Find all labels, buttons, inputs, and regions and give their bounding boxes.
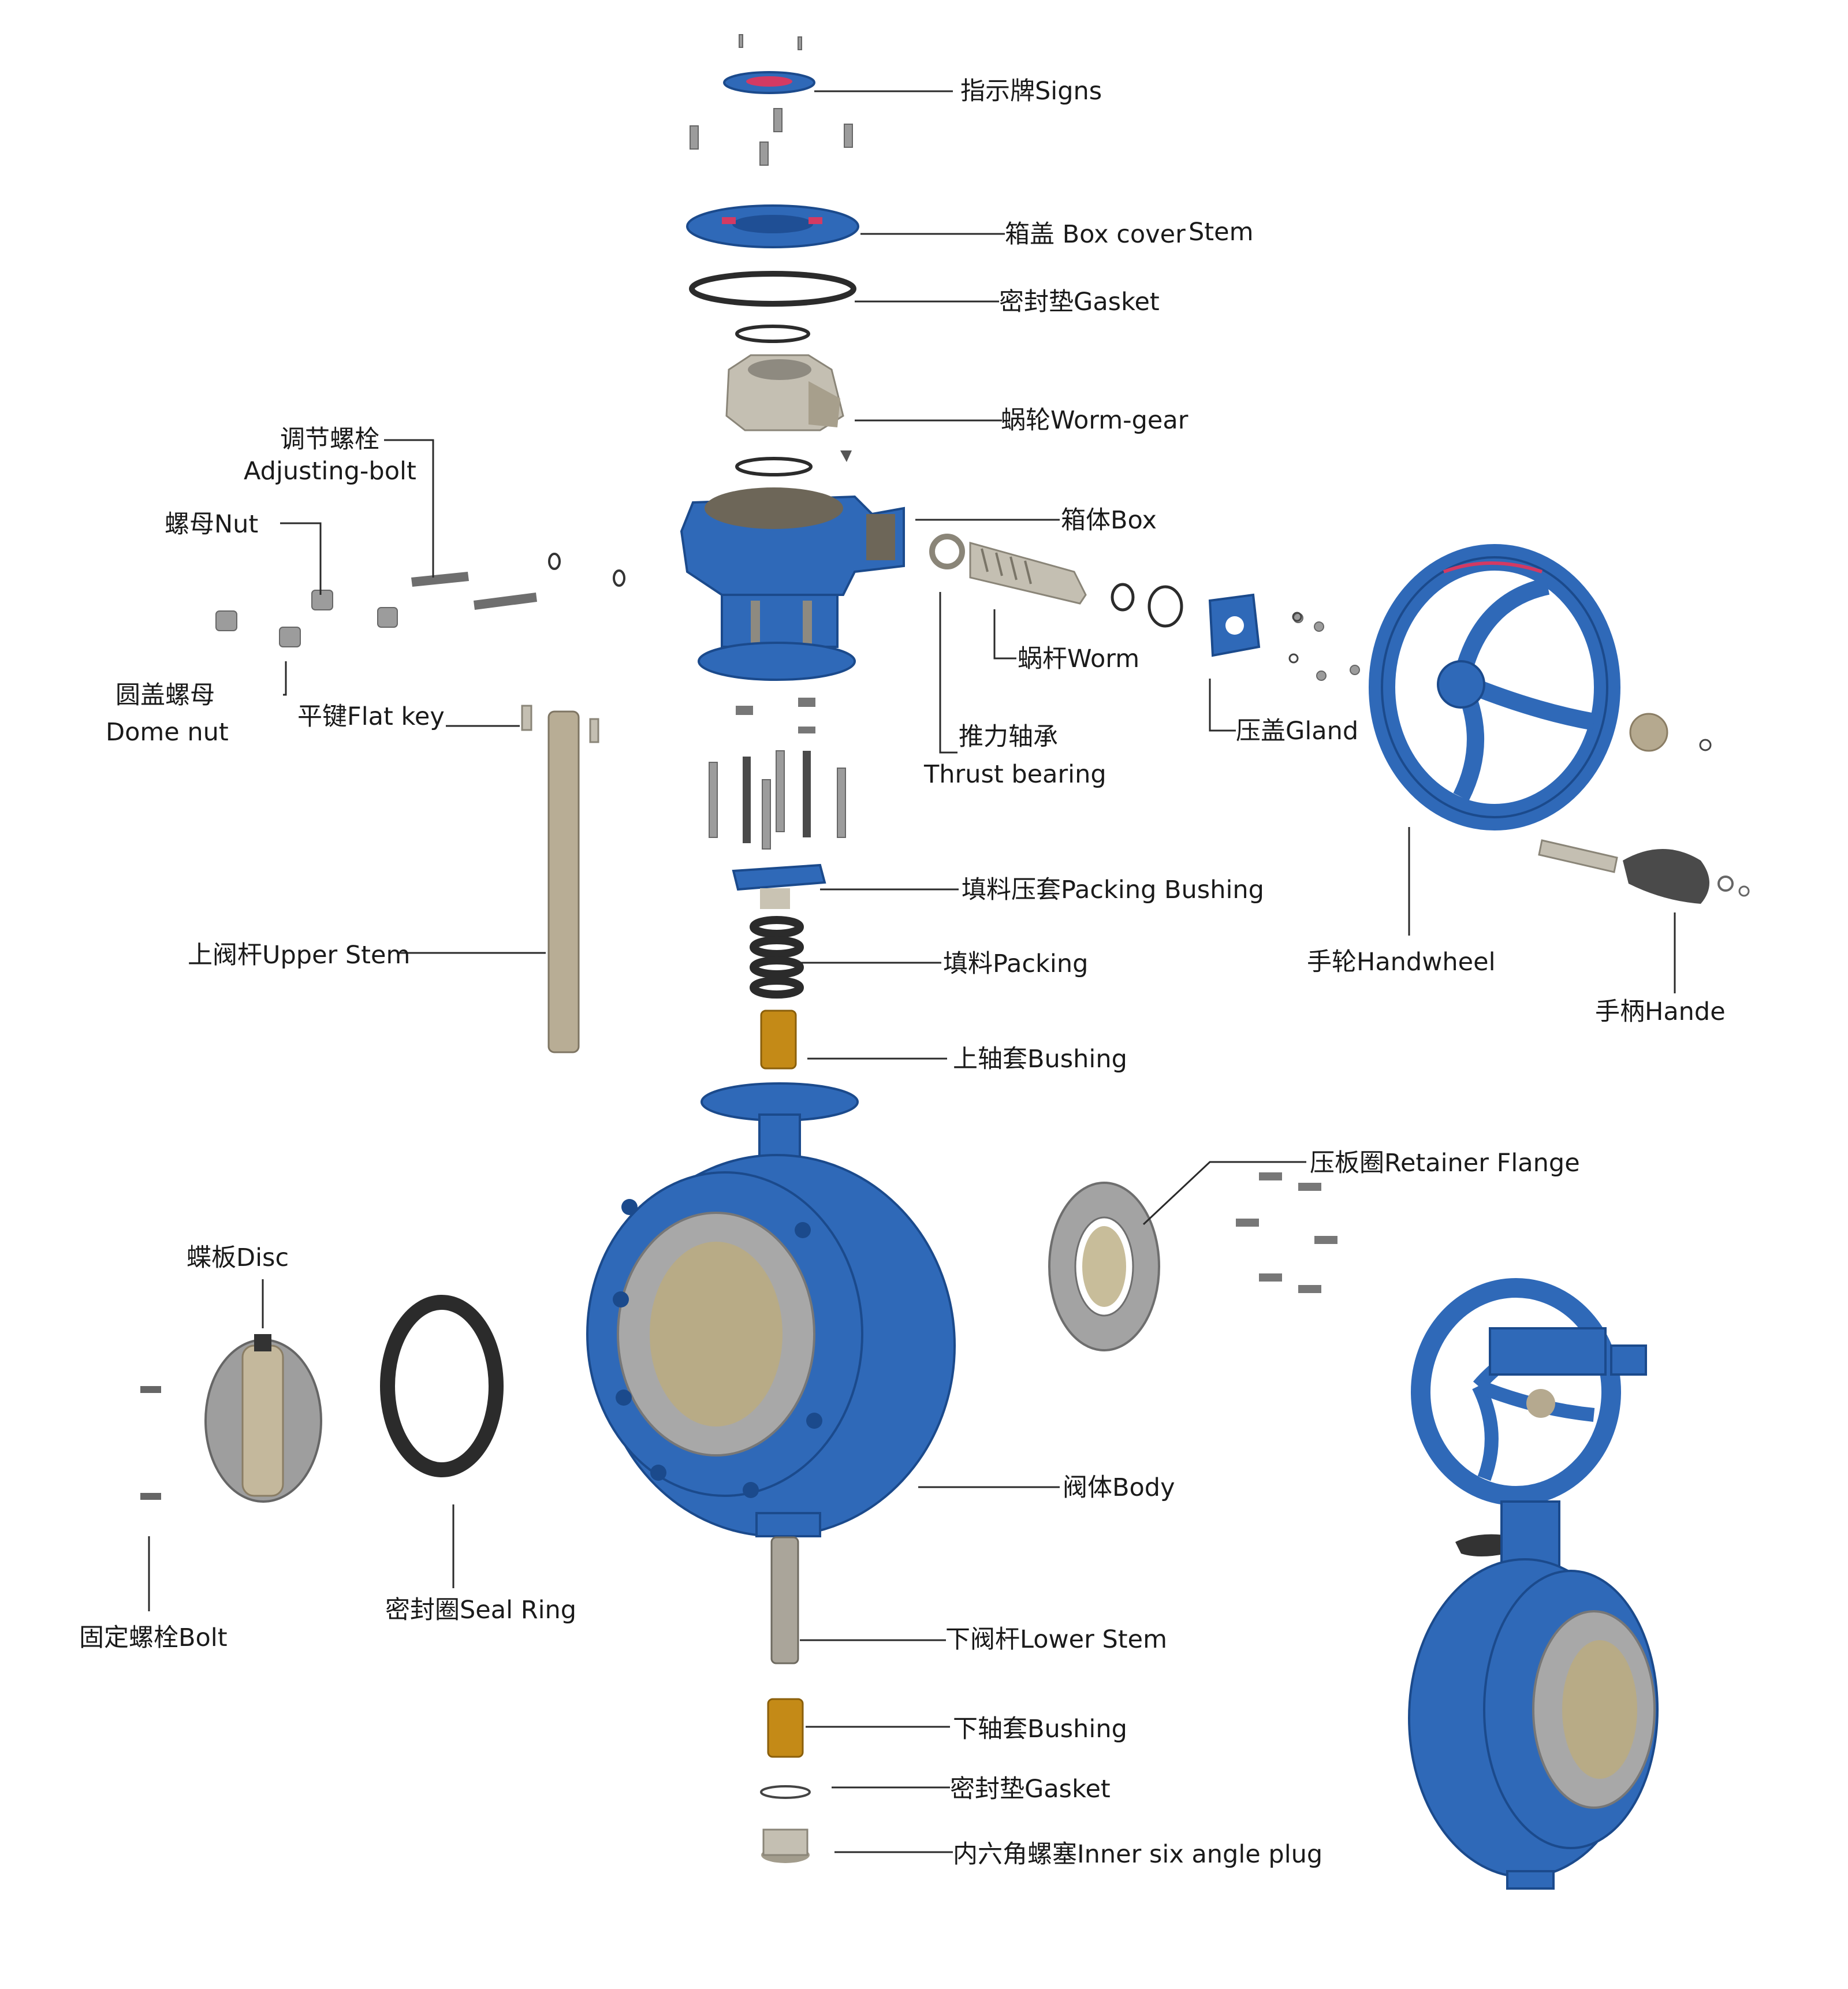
box-cover-part (686, 204, 859, 248)
label-packing: 填料Packing (943, 949, 1088, 978)
box-part (680, 487, 905, 681)
label-upper-stem: 上阀杆Upper Stem (188, 941, 410, 970)
label-upper-bushing: 上轴套Bushing (953, 1045, 1127, 1074)
label-packing-bushing: 填料压套Packing Bushing (962, 876, 1264, 904)
label-disc: 蝶板Disc (187, 1243, 289, 1272)
label-dome-nut-en: Dome nut (106, 718, 229, 747)
leader-lines (148, 90, 1676, 1853)
signs-part (690, 34, 853, 166)
label-worm: 蜗杆Worm (1018, 645, 1139, 673)
inner-plug-part (761, 1828, 810, 1863)
label-signs: 指示牌Signs (960, 77, 1102, 106)
assembled-valve-view (1408, 1278, 1659, 1890)
label-box-cover: 箱盖 Box cover (1005, 220, 1186, 249)
worm-gear-part (725, 354, 844, 431)
packing-bushing-part (732, 863, 826, 909)
seal-ring-part (380, 1295, 504, 1477)
handwheel-part (1369, 544, 1712, 830)
label-thrust-bearing-cn: 推力轴承 (959, 722, 1058, 751)
label-worm-gear: 蜗轮Worm-gear (1001, 406, 1188, 435)
label-body: 阀体Body (1063, 1473, 1175, 1502)
label-bolt: 固定螺栓Bolt (79, 1623, 228, 1652)
label-gland: 压盖Gland (1236, 717, 1358, 746)
lower-bushing-part (767, 1698, 804, 1758)
label-nut: 螺母Nut (165, 510, 258, 539)
flat-key-part (521, 705, 532, 731)
label-inner-plug: 内六角螺塞Inner six angle plug (953, 1840, 1322, 1869)
box-bolts-part (709, 698, 846, 850)
retainer-flange-part (1048, 1172, 1337, 1351)
label-gasket-top: 密封垫Gasket (999, 288, 1160, 316)
label-lower-bushing: 下轴套Bushing (953, 1715, 1127, 1744)
handle-part (1538, 839, 1750, 904)
label-adjusting-bolt-cn: 调节螺栓 (280, 425, 379, 454)
gasket-top-part (689, 271, 856, 307)
label-adjusting-bolt-en: Adjusting-bolt (244, 457, 416, 486)
lower-stem-part (770, 1536, 799, 1664)
upper-stem-part (547, 710, 580, 1053)
worm-part (929, 534, 1183, 628)
upper-bushing-part (760, 1010, 797, 1070)
label-gasket-bottom: 密封垫Gasket (950, 1775, 1111, 1804)
label-lower-stem: 下阀杆Lower Stem (945, 1625, 1167, 1654)
nut-part (215, 590, 398, 647)
label-thrust-bearing-en: Thrust bearing (923, 760, 1106, 789)
label-handle: 手柄Hande (1595, 997, 1726, 1026)
label-seal-ring: 密封圈Seal Ring (385, 1596, 576, 1625)
label-retainer-flange: 压板圈Retainer Flange (1310, 1149, 1580, 1178)
label-dome-nut-cn: 圆盖螺母 (116, 681, 215, 710)
label-flat-key: 平键Flat key (297, 702, 445, 731)
adjusting-bolt-part (411, 553, 625, 610)
gasket-bottom-part (760, 1785, 811, 1799)
disc-part (140, 1334, 322, 1503)
gland-part (1208, 593, 1360, 681)
packing-part (750, 916, 804, 999)
label-handwheel: 手轮Handwheel (1307, 948, 1496, 977)
label-box: 箱体Box (1061, 506, 1157, 535)
label-stem: Stem (1188, 218, 1254, 247)
valve-body-part (586, 1082, 956, 1537)
